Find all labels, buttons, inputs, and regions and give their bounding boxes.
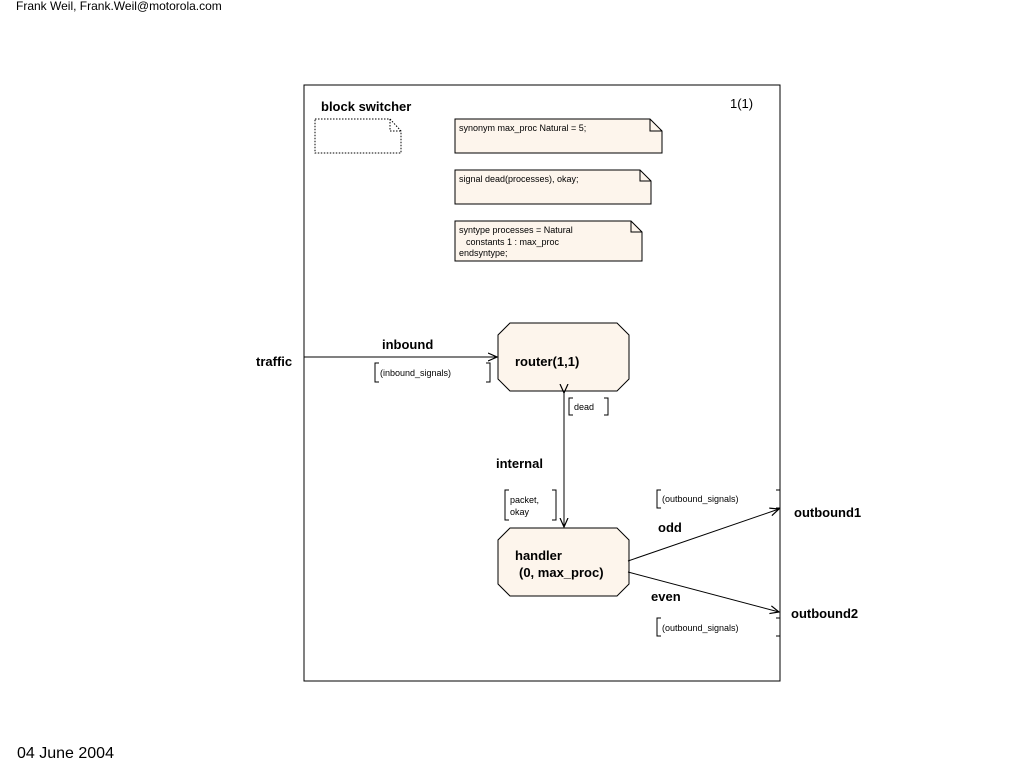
process-handler[interactable]: handler (0, max_proc) <box>497 527 630 597</box>
gate-traffic: traffic <box>256 354 292 369</box>
even-signal-bracket-left <box>656 617 661 637</box>
text-symbol-signal[interactable]: signal dead(processes), okay; <box>454 169 652 205</box>
channel-odd-label: odd <box>658 520 682 535</box>
channel-odd[interactable]: odd (outbound_signals) <box>627 489 781 562</box>
dead-signal-list: dead <box>574 402 594 412</box>
channel-even[interactable]: even (outbound_signals) <box>627 571 781 637</box>
router-label: router(1,1) <box>515 354 579 369</box>
channel-even-label: even <box>651 589 681 604</box>
even-signal-list: (outbound_signals) <box>662 623 739 633</box>
syntype-text-line2: constants 1 : max_proc <box>466 237 560 247</box>
channel-internal-label: internal <box>496 456 543 471</box>
handler-label-line1: handler <box>515 548 562 563</box>
gate-outbound2: outbound2 <box>791 606 858 621</box>
odd-signal-bracket-right <box>776 489 781 509</box>
inbound-signal-bracket-right <box>486 362 491 383</box>
synonym-text: synonym max_proc Natural = 5; <box>459 123 586 133</box>
dotted-comment-symbol <box>314 118 402 154</box>
packet-signal-list-line1: packet, <box>510 495 539 505</box>
block-title: block switcher <box>321 99 411 114</box>
syntype-text-line1: syntype processes = Natural <box>459 225 573 235</box>
even-signal-bracket-right <box>776 617 781 637</box>
channel-inbound-label: inbound <box>382 337 433 352</box>
odd-signal-list: (outbound_signals) <box>662 494 739 504</box>
footer-date: 04 June 2004 <box>17 745 114 762</box>
gate-outbound1: outbound1 <box>794 505 861 520</box>
channel-inbound[interactable]: inbound (inbound_signals) <box>304 337 497 383</box>
text-symbol-syntype[interactable]: syntype processes = Natural constants 1 … <box>454 220 643 262</box>
odd-signal-bracket-left <box>656 489 661 509</box>
text-symbol-synonym[interactable]: synonym max_proc Natural = 5; <box>454 118 663 154</box>
packet-signal-list-line2: okay <box>510 507 530 517</box>
inbound-signal-bracket-left <box>374 362 379 383</box>
handler-label-line2: (0, max_proc) <box>519 565 604 580</box>
signal-text: signal dead(processes), okay; <box>459 174 579 184</box>
dead-signal-bracket-right <box>604 397 609 416</box>
author-header: Frank Weil, Frank.Weil@motorola.com <box>16 0 222 13</box>
channel-internal[interactable]: internal dead packet, okay <box>496 393 609 527</box>
inbound-signal-list: (inbound_signals) <box>380 368 451 378</box>
process-router[interactable]: router(1,1) <box>497 322 630 392</box>
packet-signal-bracket-right <box>552 489 557 521</box>
packet-signal-bracket-left <box>504 489 509 521</box>
page-number: 1(1) <box>730 96 753 111</box>
syntype-text-line3: endsyntype; <box>459 248 508 258</box>
dead-signal-bracket-left <box>568 397 573 416</box>
